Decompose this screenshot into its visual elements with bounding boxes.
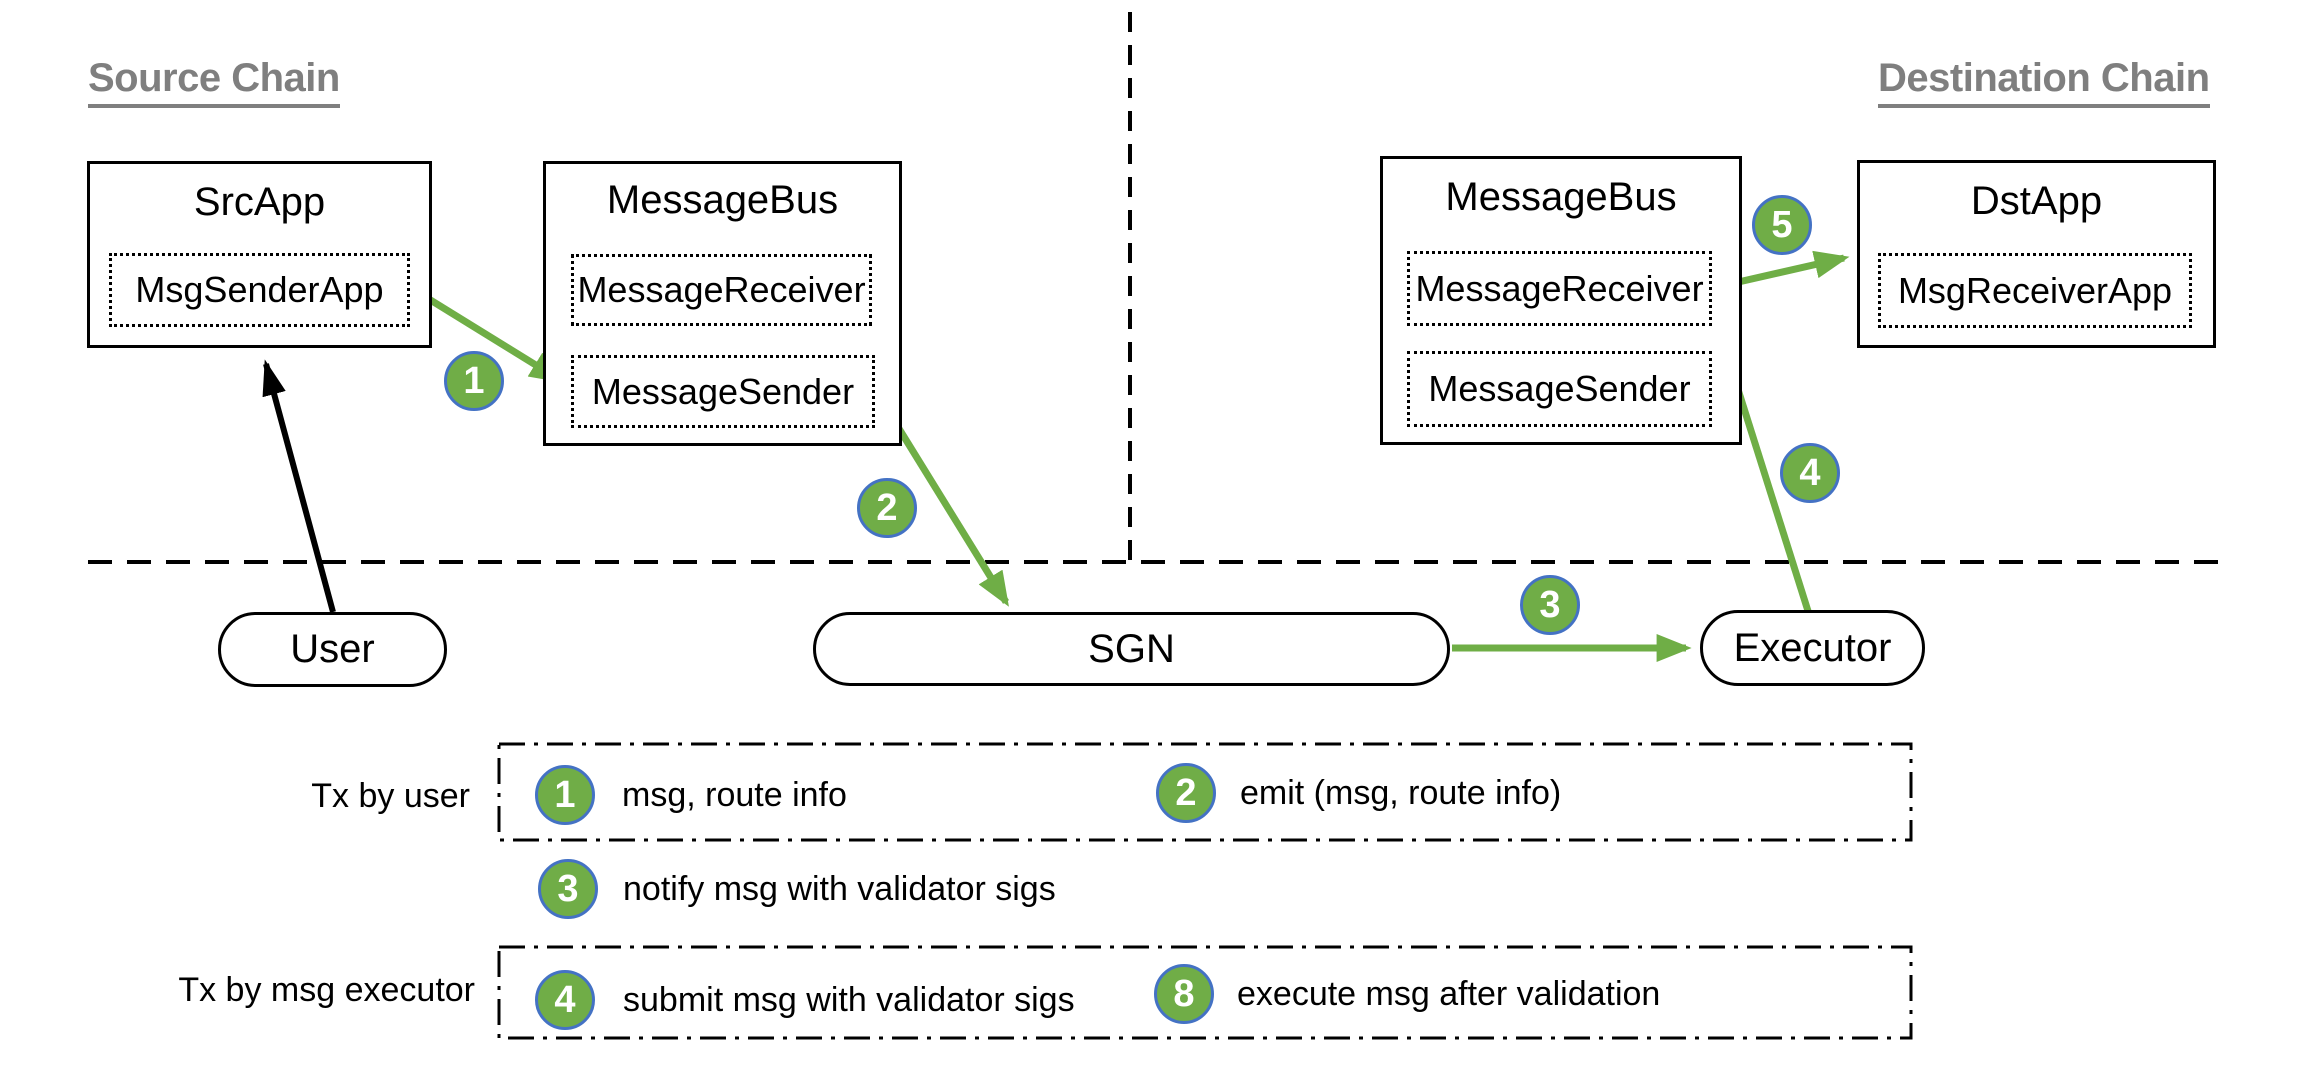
- msgsenderapp-box: MsgSenderApp: [109, 253, 410, 327]
- step-badge-4: 4: [1780, 443, 1840, 503]
- messagereceiver-dst-label: MessageReceiver: [1415, 267, 1704, 309]
- legend-badge-8: 8: [1154, 964, 1214, 1024]
- messagesender-dst-label: MessageSender: [1428, 368, 1691, 409]
- executor-pill: Executor: [1700, 610, 1925, 686]
- messagereceiver-src-box: MessageReceiver: [571, 254, 872, 326]
- source-chain-heading: Source Chain: [88, 56, 340, 108]
- user-pill: User: [218, 612, 447, 687]
- messagereceiver-dst-box: MessageReceiver: [1407, 251, 1712, 326]
- legend-text-4: submit msg with validator sigs: [623, 981, 1075, 1019]
- messagebus-dst-title: MessageBus: [1445, 175, 1677, 219]
- messagereceiver-src-label: MessageReceiver: [577, 269, 866, 310]
- destination-chain-heading: Destination Chain: [1878, 56, 2210, 108]
- step-badge-1: 1: [444, 351, 504, 411]
- msgreceiverapp-box: MsgReceiverApp: [1878, 253, 2192, 328]
- legend-text-2: emit (msg, route info): [1240, 774, 1562, 812]
- messagesender-src-box: MessageSender: [571, 355, 875, 428]
- msgsenderapp-label: MsgSenderApp: [135, 269, 384, 310]
- legend-row-label-tx-executor: Tx by msg executor: [178, 971, 475, 1009]
- messagesender-dst-box: MessageSender: [1407, 351, 1712, 427]
- executor-label: Executor: [1733, 625, 1892, 670]
- legend-badge-1: 1: [535, 765, 595, 825]
- step-badge-3: 3: [1520, 575, 1580, 635]
- messagesender-src-label: MessageSender: [591, 370, 855, 412]
- step-badge-5: 5: [1752, 195, 1812, 255]
- legend-text-3: notify msg with validator sigs: [623, 870, 1056, 908]
- messagebus-src-title: MessageBus: [606, 178, 839, 222]
- sgn-label: SGN: [1088, 626, 1175, 671]
- user-label: User: [290, 627, 375, 671]
- legend-text-1: msg, route info: [622, 776, 847, 814]
- legend-text-8: execute msg after validation: [1237, 975, 1661, 1013]
- legend-badge-2: 2: [1156, 763, 1216, 823]
- dstapp-title: DstApp: [1970, 179, 2103, 223]
- arrow-user-to-srcapp: [262, 359, 336, 613]
- step-badge-2: 2: [857, 478, 917, 538]
- msgreceiverapp-label: MsgReceiverApp: [1897, 269, 2173, 311]
- sgn-pill: SGN: [813, 612, 1450, 686]
- legend-badge-3: 3: [538, 859, 598, 919]
- srcapp-title: SrcApp: [193, 180, 326, 224]
- legend-badge-4: 4: [535, 970, 595, 1030]
- legend-row-label-tx-user: Tx by user: [311, 777, 470, 815]
